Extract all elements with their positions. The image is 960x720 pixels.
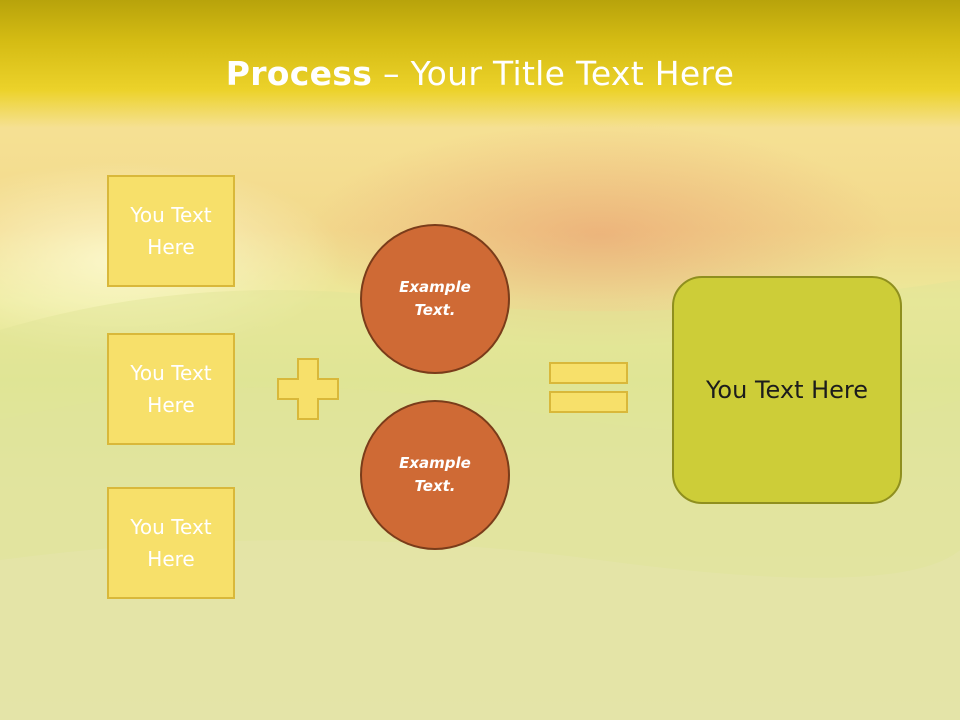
title-strong: Process	[225, 54, 373, 93]
slide-title: Process – Your Title Text Here	[0, 54, 960, 93]
result-label: You Text Here	[705, 376, 869, 404]
circle-label: Example Text.	[399, 278, 471, 319]
plus-icon	[277, 358, 339, 420]
circle-label: Example Text.	[399, 454, 471, 495]
circle-1: Example Text.	[360, 224, 510, 374]
title-dash: –	[372, 54, 411, 93]
input-box-1: You Text Here	[107, 175, 235, 287]
input-box-label: You Text Here	[130, 203, 212, 259]
result-box: You Text Here	[672, 276, 902, 504]
input-box-label: You Text Here	[130, 515, 212, 571]
header-band	[0, 0, 960, 128]
input-box-label: You Text Here	[130, 361, 212, 417]
title-rest: Your Title Text Here	[410, 54, 735, 93]
input-box-2: You Text Here	[107, 333, 235, 445]
circle-2: Example Text.	[360, 400, 510, 550]
equals-icon	[549, 362, 628, 413]
input-box-3: You Text Here	[107, 487, 235, 599]
